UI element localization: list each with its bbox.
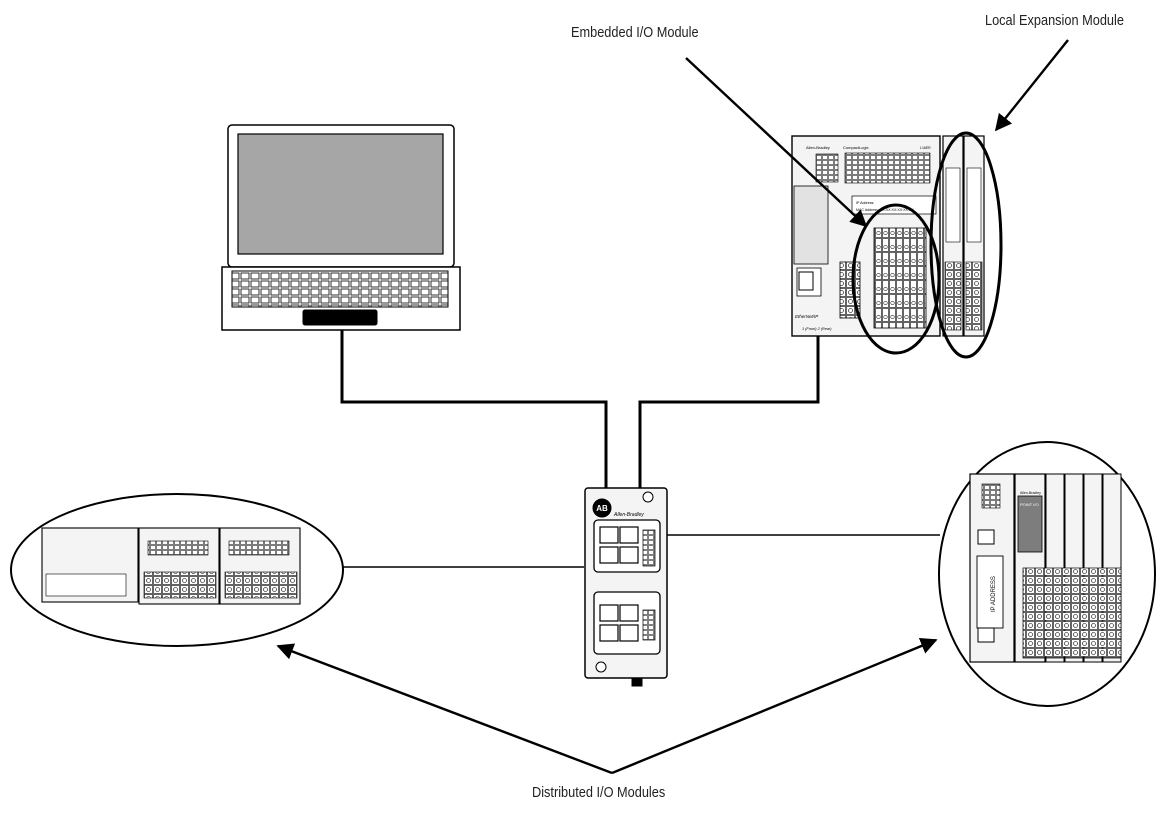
embedded-io-label: Embedded I/O Module [571,24,699,41]
controller-cable [638,336,820,488]
controller-ports: 1 (Front) 2 (Rear) [802,327,832,331]
right-distributed-io: IP ADDRESS Allen-Bradley POINT I/O [938,441,1156,707]
point-io-model: POINT I/O [1020,502,1039,507]
controller-status-leds [815,153,839,183]
switch-mount-hole-top [642,491,654,503]
controller-io-indicators [844,152,931,184]
local-expansion-label: Local Expansion Module [985,12,1124,29]
switch-port-3 [599,546,619,564]
point-io-power-face [1017,495,1043,553]
controller: Allen-Bradley CompactLogix L16ER IP Addr… [791,135,985,337]
distributed-right-arrow [611,637,938,775]
point-io-adapter-leds [981,483,1001,509]
callout-arrows [276,39,1069,775]
distributed-left-arrow [276,643,613,775]
controller-ip-label: IP Address: [856,201,874,205]
switch-ab-logo [592,498,612,518]
embedded-io-terminals [873,227,927,329]
point-io-port-2 [977,627,995,643]
switch-ab-logo-text: AB [596,504,608,513]
switch-power-connector [631,677,643,687]
local-expansion-arrow [994,39,1069,132]
expansion-module-1-terminals [944,261,962,331]
expansion-module-2-face [966,167,982,243]
switch-port-7 [599,624,619,642]
switch-port-1 [599,526,619,544]
laptop-cable [340,330,608,488]
controller-brand: Allen-Bradley [806,145,830,150]
controller-family: CompactLogix [843,145,869,150]
switch-port-8 [619,624,639,642]
controller-ethernet-port [798,271,814,291]
switch-port-6 [619,604,639,622]
local-expansion-callout-ellipse [929,131,1003,359]
controller-model: L16ER [920,146,931,150]
controller-mac-label: MAC Address: XX:XX:XX:XX:XX:XX [856,208,914,212]
distributed-cables [343,534,940,568]
embedded-io-arrow [685,57,868,228]
controller-sd-panel [793,185,829,265]
left-io-module-1-terminals [143,571,217,599]
distributed-io-label: Distributed I/O Modules [532,784,666,801]
left-io-module-2-leds [228,540,290,556]
switch-leds-bottom [642,609,656,641]
switch-port-2 [619,526,639,544]
laptop-touchpad [302,309,378,326]
laptop-keyboard [231,270,449,308]
switch-brand: Allen-Bradley [613,512,644,518]
left-io-module-2-terminals [224,571,298,599]
switch-mount-hole-bottom [595,661,607,673]
point-io-ip-slot [976,555,1004,629]
laptop-screen [237,133,444,255]
switch-leds-top [642,529,656,567]
controller-ethernet-ip: EtherNet/IP [795,314,818,319]
left-distributed-io [10,493,344,647]
left-io-adapter-label [45,573,127,597]
embedded-io-callout-ellipse [851,203,941,355]
switch-port-5 [599,604,619,622]
left-io-module-1-leds [147,540,209,556]
laptop [221,124,461,331]
point-io-port-1 [977,529,995,545]
expansion-module-1-face [945,167,961,243]
ethernet-switch: AB Allen-Bradley [584,487,668,687]
switch-port-4 [619,546,639,564]
point-io-terminal-block [1022,567,1122,659]
network-cables [340,330,820,488]
expansion-module-2-terminals [965,261,983,331]
point-io-brand: Allen-Bradley [1020,491,1041,495]
point-io-ip-vertical: IP ADDRESS [991,576,997,612]
